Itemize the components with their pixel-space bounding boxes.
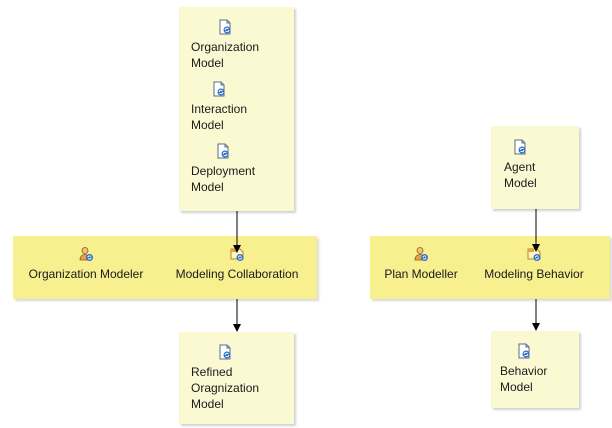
organization-modeler-label: Organization Modeler — [28, 267, 144, 281]
activity-icon — [527, 248, 541, 261]
refined-organization-model-label: Refined Oragnization Model — [191, 365, 260, 411]
work-product-refined-organization-model[interactable]: Refined Oragnization Model — [191, 344, 259, 412]
work-product-deployment-model[interactable]: Deployment Model — [191, 143, 255, 195]
document-refresh-icon — [213, 81, 225, 97]
plan-modeller-label: Plan Modeller — [384, 267, 458, 281]
work-product-interaction-model[interactable]: Interaction Model — [191, 81, 247, 133]
document-refresh-icon — [219, 344, 231, 360]
document-refresh-icon — [514, 139, 526, 155]
document-refresh-icon — [219, 19, 231, 35]
work-product-agent-model[interactable]: Agent Model — [504, 139, 537, 191]
person-icon — [414, 247, 428, 261]
interaction-model-label: Interaction Model — [191, 102, 248, 132]
input-work-products-box[interactable]: Organization Model Interaction Model Dep… — [179, 7, 294, 211]
modeling-behavior-label: Modeling Behavior — [484, 267, 584, 281]
role-organization-modeler[interactable]: Organization Modeler — [24, 246, 148, 282]
activity-modeling-behavior[interactable]: Modeling Behavior — [476, 246, 592, 282]
activity-icon — [230, 248, 244, 261]
work-product-behavior-model[interactable]: Behavior Model — [500, 343, 547, 395]
organization-model-label: Organization Model — [191, 40, 260, 70]
person-icon — [79, 247, 93, 261]
work-product-organization-model[interactable]: Organization Model — [191, 19, 259, 71]
behavior-model-box[interactable]: Behavior Model — [491, 331, 579, 408]
document-refresh-icon — [518, 343, 530, 359]
activity-modeling-collaboration[interactable]: Modeling Collaboration — [165, 246, 309, 282]
output-work-product-box[interactable]: Refined Oragnization Model — [179, 332, 294, 424]
behavior-model-label: Behavior Model — [500, 364, 548, 394]
collaboration-activity-band[interactable]: Organization Modeler Modeling Collaborat… — [13, 236, 317, 299]
agent-model-box[interactable]: Agent Model — [491, 126, 579, 209]
behavior-activity-band[interactable]: Plan Modeller Modeling Behavior — [370, 236, 610, 299]
role-plan-modeller[interactable]: Plan Modeller — [379, 246, 463, 282]
deployment-model-label: Deployment Model — [191, 164, 256, 194]
agent-model-label: Agent Model — [504, 160, 537, 190]
modeling-collaboration-label: Modeling Collaboration — [175, 267, 299, 281]
document-refresh-icon — [217, 143, 229, 159]
